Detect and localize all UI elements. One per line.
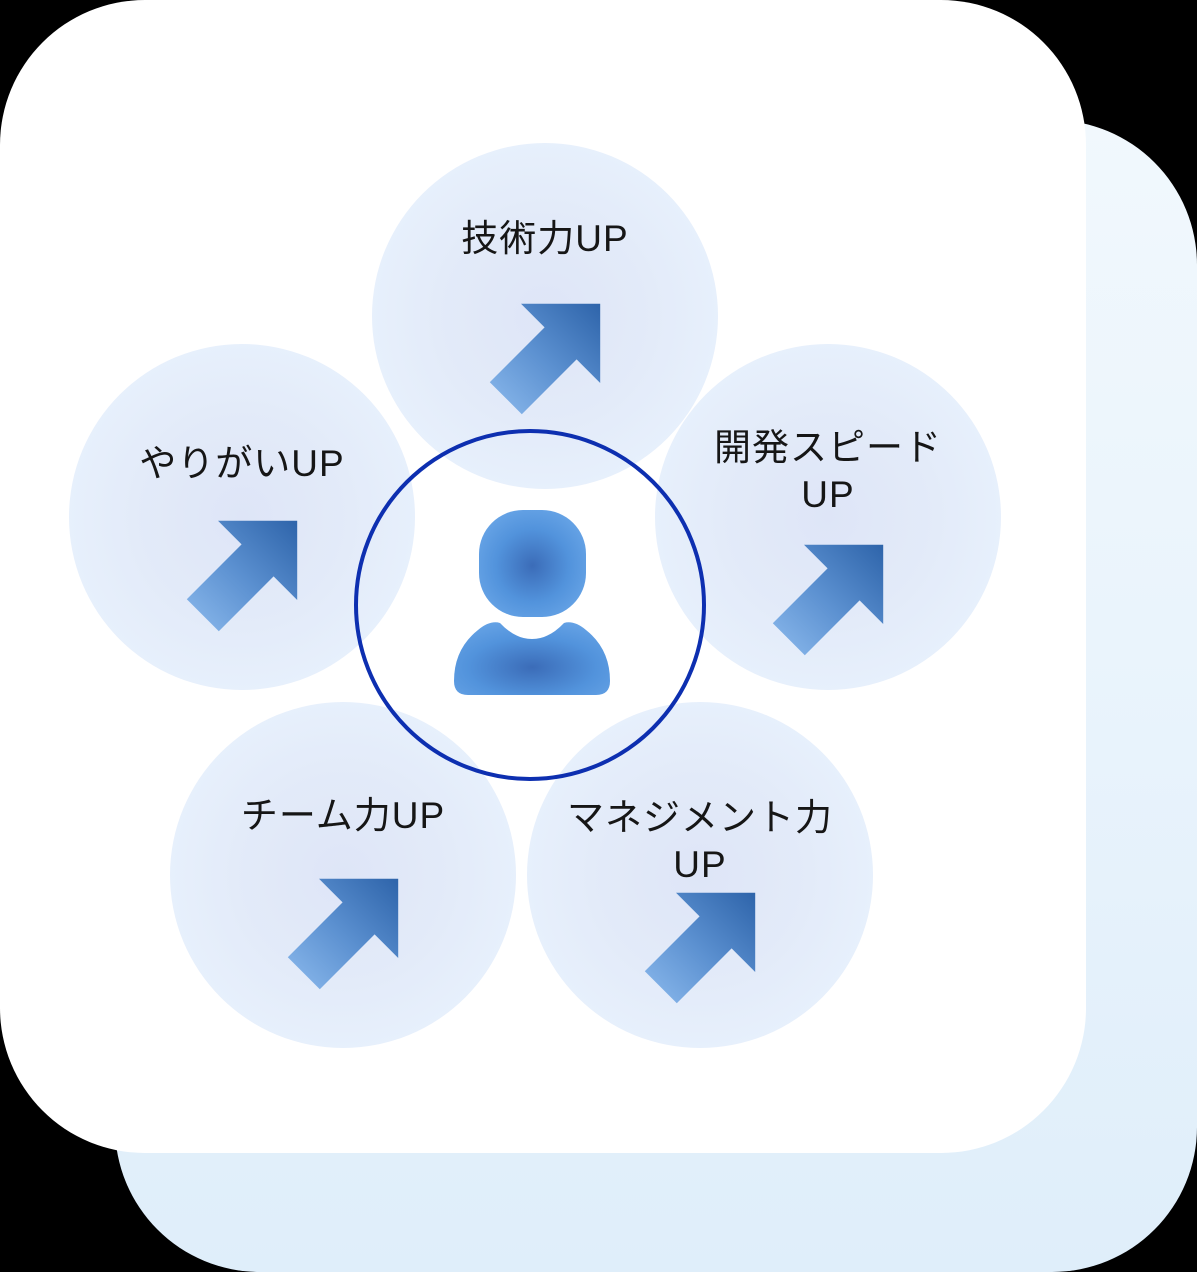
bubble-label-line1: マネジメント力	[567, 797, 833, 838]
up-right-arrow-icon	[644, 892, 756, 1004]
bubble-label: マネジメント力 UP	[527, 794, 873, 888]
center-ring	[354, 429, 706, 781]
bubble-label-line2: UP	[673, 844, 727, 885]
up-right-arrow-icon	[287, 878, 399, 990]
bubble-team-power: チーム力UP	[170, 702, 516, 1048]
up-right-arrow-icon	[489, 303, 601, 415]
bubble-label: チーム力UP	[170, 792, 516, 839]
bubble-label-line1: 技術力UP	[461, 218, 629, 259]
bubble-label-line1: チーム力UP	[240, 795, 446, 836]
up-right-arrow-icon	[772, 544, 884, 656]
bubble-label-line1: 開発スピード	[714, 427, 942, 468]
bubble-label: 技術力UP	[372, 215, 718, 262]
bubble-label: 開発スピード UP	[655, 424, 1001, 518]
bubble-label: やりがいUP	[69, 440, 415, 487]
bubble-label-line2: UP	[801, 474, 855, 515]
bubble-dev-speed: 開発スピード UP	[655, 344, 1001, 690]
up-right-arrow-icon	[186, 520, 298, 632]
bubble-label-line1: やりがいUP	[139, 443, 345, 484]
person-icon	[454, 510, 610, 695]
